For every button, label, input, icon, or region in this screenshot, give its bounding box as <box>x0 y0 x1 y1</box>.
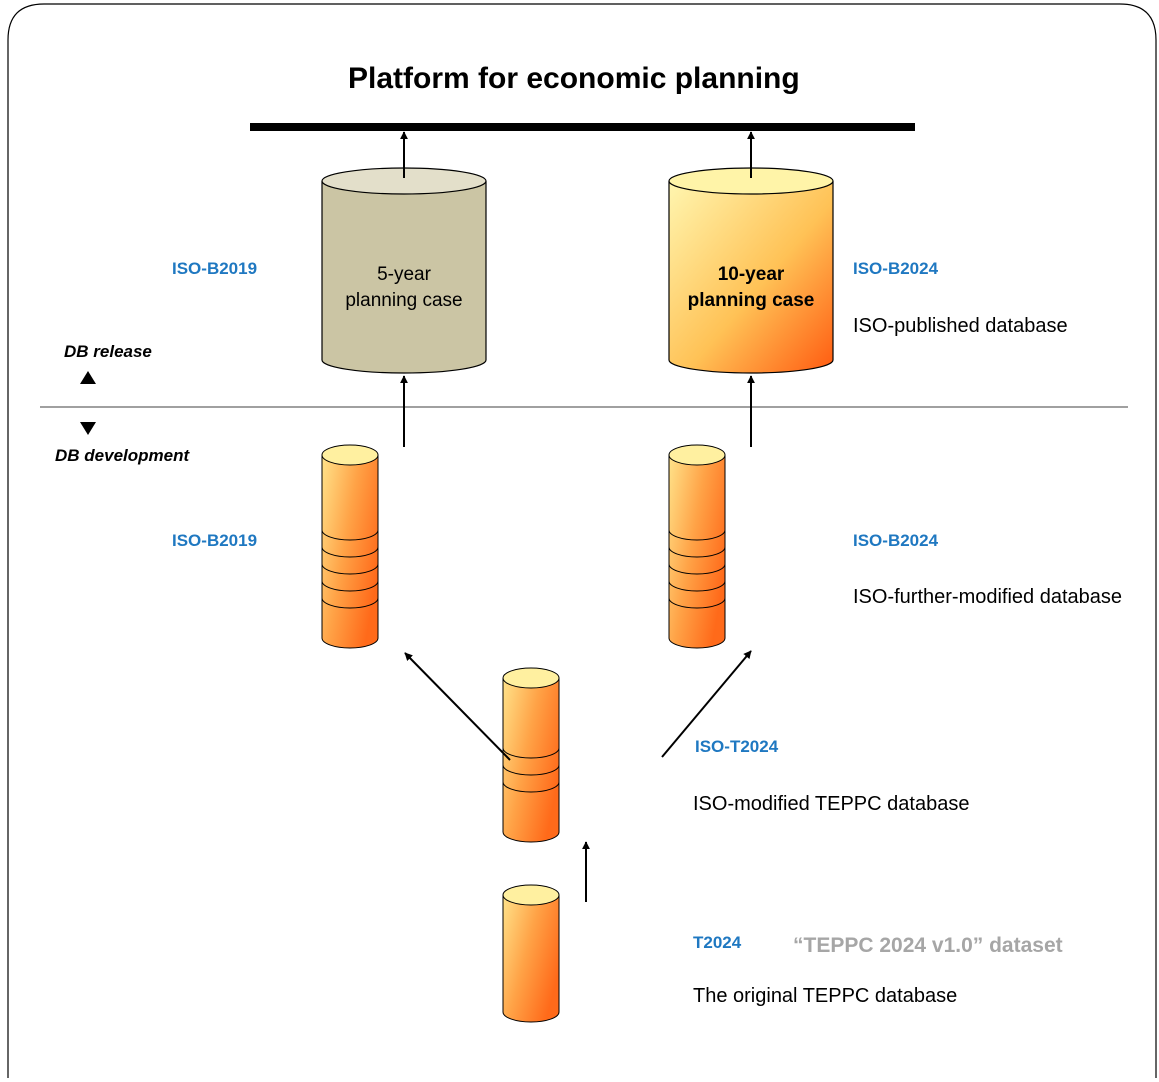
left-release-code: ISO-B2019 <box>172 259 258 278</box>
page-title: Platform for economic planning <box>348 62 800 95</box>
right-dev-description: ISO-further-modified database <box>853 586 1123 608</box>
middle-code: ISO-T2024 <box>695 737 779 756</box>
cylinder-10-year-planning-case <box>668 167 834 374</box>
cylinder-5-year-planning-case <box>321 167 487 374</box>
slide-frame <box>7 3 1157 1078</box>
left-release-cylinder-label: 5-year planning case <box>322 262 486 314</box>
db-development-label: DB development <box>55 446 190 465</box>
platform-bar <box>250 123 915 131</box>
arrow-up-icon <box>80 371 96 384</box>
right-release-cylinder-line-2: planning case <box>687 290 815 311</box>
original-code: T2024 <box>693 933 742 952</box>
cylinder-iso-b2024-development <box>668 444 726 649</box>
right-release-cylinder-line-1: 10-year <box>717 264 785 285</box>
db-release-label: DB release <box>64 342 152 361</box>
right-release-cylinder-label: 10-year planning case <box>669 262 833 314</box>
middle-description: ISO-modified TEPPC database <box>693 793 970 815</box>
original-dataset-label: “TEPPC 2024 v1.0” dataset <box>793 934 1063 957</box>
arrow-down-icon <box>80 422 96 435</box>
left-dev-code: ISO-B2019 <box>172 531 258 550</box>
arrow-t2024-to-right-dev <box>661 650 752 758</box>
cylinder-iso-t2024 <box>502 667 560 843</box>
left-release-cylinder-line-2: planning case <box>345 290 463 311</box>
right-release-description: ISO-published database <box>853 315 1068 337</box>
cylinder-iso-b2019-development <box>321 444 379 649</box>
original-description: The original TEPPC database <box>693 985 958 1007</box>
cylinder-t2024-original <box>502 884 560 1023</box>
right-dev-code: ISO-B2024 <box>853 531 939 550</box>
left-release-cylinder-line-1: 5-year <box>377 264 431 285</box>
arrow-t2024-to-left-dev <box>404 652 511 761</box>
right-release-code: ISO-B2024 <box>853 259 939 278</box>
